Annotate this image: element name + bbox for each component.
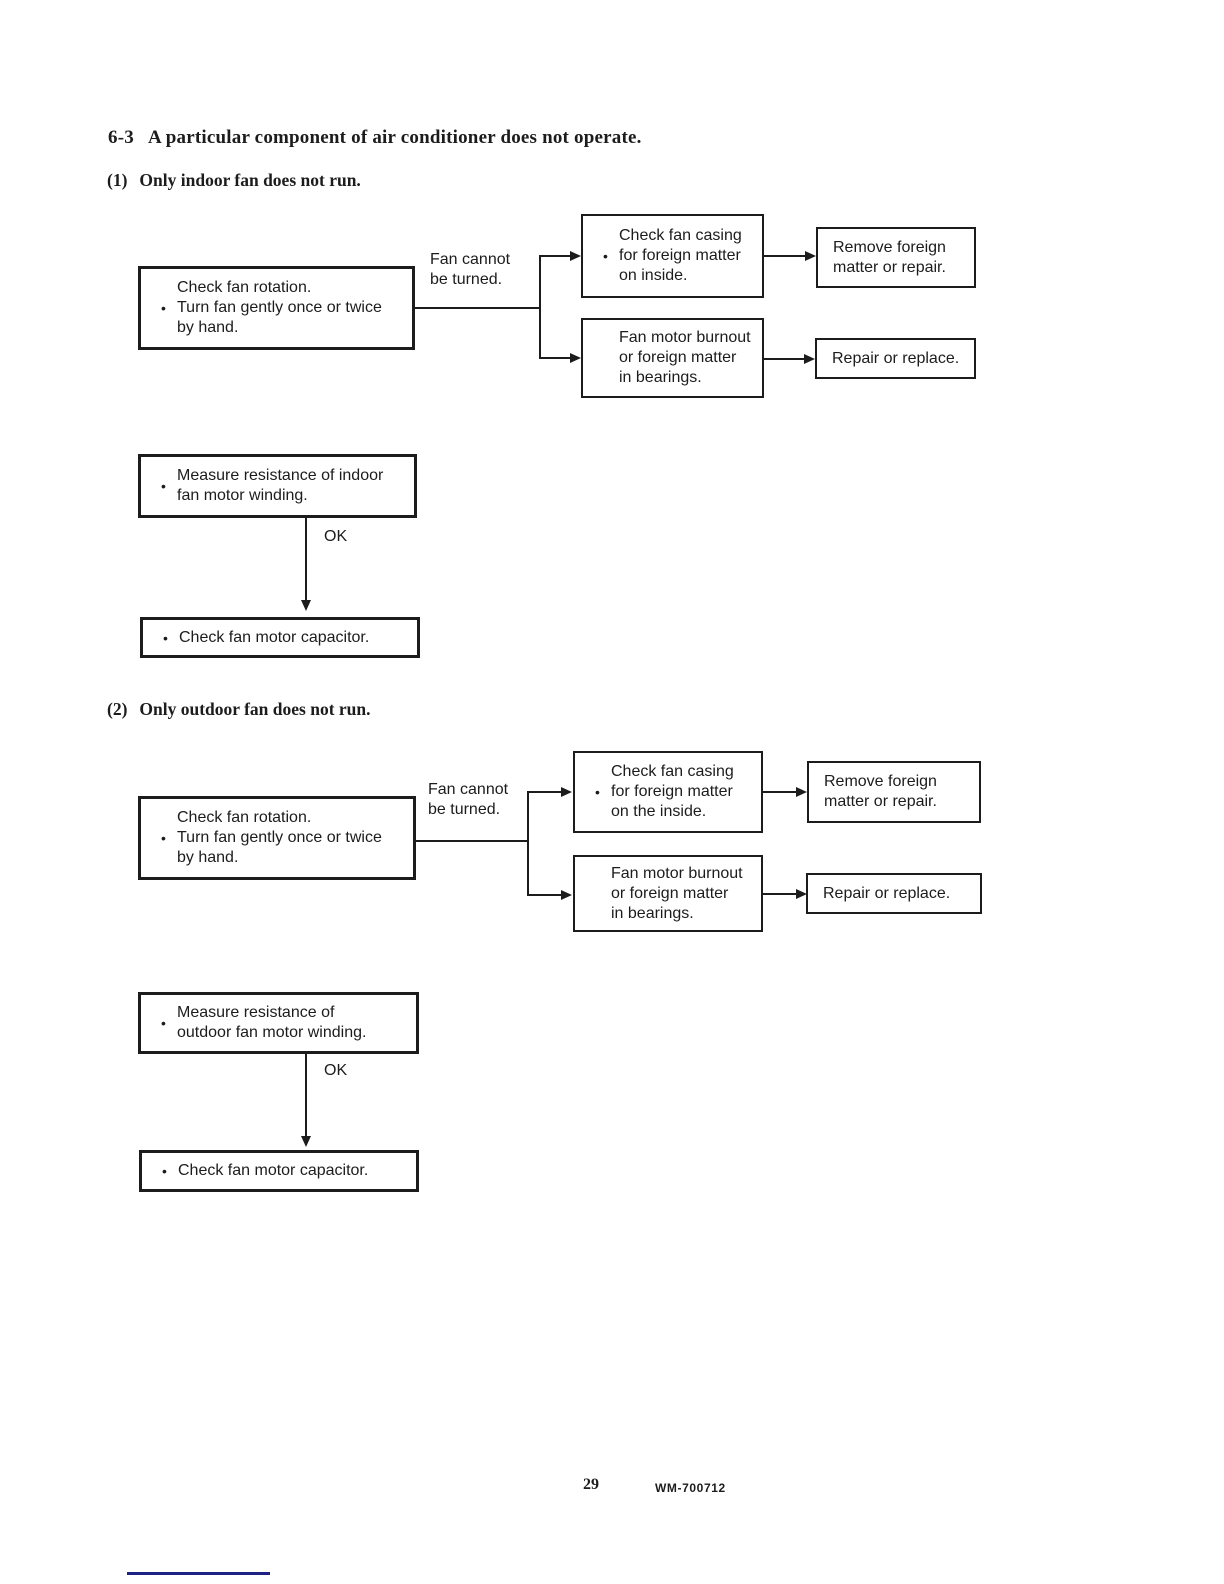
flow1-box-check-capacitor-text: Check fan motor capacitor. xyxy=(179,628,370,646)
bullet-marker: • xyxy=(595,784,600,800)
flow2-branch-label: Fan cannot be turned. xyxy=(428,781,509,818)
flow2-box-measure-resistance-text: Measure resistance of outdoor fan motor … xyxy=(177,1004,367,1041)
flow1-box-check-capacitor: • Check fan motor capacitor. xyxy=(140,617,420,658)
flow1-connector-bottom xyxy=(539,357,570,359)
flow1-box-remove-foreign-matter-text: Remove foreign matter or repair. xyxy=(833,238,946,276)
flow1-box-check-fan-casing: • Check fan casing for foreign matter on… xyxy=(581,214,764,298)
flow1-connector-main xyxy=(415,307,540,309)
flow1-box-repair-or-replace: Repair or replace. xyxy=(815,338,976,379)
arrowhead-right-icon xyxy=(804,354,815,364)
arrowhead-right-icon xyxy=(570,353,581,363)
flow1-box-repair-or-replace-text: Repair or replace. xyxy=(832,349,960,367)
flow2-ok-label: OK xyxy=(324,1062,348,1079)
flow2-connector-action-bottom xyxy=(763,893,796,895)
page-title-text: A particular component of air conditione… xyxy=(147,127,642,148)
arrowhead-right-icon xyxy=(796,889,807,899)
footer-blue-rule xyxy=(127,1572,270,1575)
flow2-connector-action-top xyxy=(763,791,796,793)
bullet-marker: • xyxy=(161,300,166,316)
flow2-box-check-fan-rotation: • Check fan rotation. Turn fan gently on… xyxy=(138,796,416,880)
flow2-box-fan-motor-burnout: Fan motor burnout or foreign matter in b… xyxy=(573,855,763,932)
flow2-box-check-fan-rotation-text: Check fan rotation. Turn fan gently once… xyxy=(177,809,382,866)
subsection-heading-outdoor-fan: (2) Only outdoor fan does not run. xyxy=(107,699,371,720)
flow2-connector-branch xyxy=(527,791,529,896)
flow1-box-fan-motor-burnout: Fan motor burnout or foreign matter in b… xyxy=(581,318,764,398)
flow1-box-measure-resistance: • Measure resistance of indoor fan motor… xyxy=(138,454,417,518)
flow2-box-measure-resistance: • Measure resistance of outdoor fan moto… xyxy=(138,992,419,1054)
flow2-connector-top xyxy=(527,791,561,793)
bullet-marker: • xyxy=(603,248,608,264)
subsection-text: Only indoor fan does not run. xyxy=(139,170,361,190)
flow1-box-remove-foreign-matter: Remove foreign matter or repair. xyxy=(816,227,976,288)
page-title: 6-3 A particular component of air conditi… xyxy=(108,127,642,149)
arrowhead-right-icon xyxy=(570,251,581,261)
flow2-box-check-capacitor: • Check fan motor capacitor. xyxy=(139,1150,419,1192)
bullet-marker: • xyxy=(161,830,166,846)
flow2-box-check-capacitor-text: Check fan motor capacitor. xyxy=(178,1162,369,1179)
flow2-connector-bottom xyxy=(527,894,561,896)
flow1-branch-label: Fan cannot be turned. xyxy=(430,251,511,288)
arrowhead-down-icon xyxy=(301,1136,311,1147)
flow2-box-repair-or-replace-text: Repair or replace. xyxy=(823,884,951,902)
arrowhead-right-icon xyxy=(561,787,572,797)
flow1-connector-action-top xyxy=(764,255,805,257)
arrowhead-down-icon xyxy=(301,600,311,611)
flow1-box-measure-resistance-text: Measure resistance of indoor fan motor w… xyxy=(177,467,384,504)
bullet-marker: • xyxy=(163,629,168,646)
flow2-box-remove-foreign-matter: Remove foreign matter or repair. xyxy=(807,761,981,823)
bullet-marker: • xyxy=(161,1015,166,1031)
flow1-box-check-fan-rotation: • Check fan rotation. Turn fan gently on… xyxy=(138,266,415,350)
page-title-number: 6-3 xyxy=(108,127,134,148)
bullet-marker: • xyxy=(161,478,166,494)
arrowhead-right-icon xyxy=(561,890,572,900)
flow2-connector-ok xyxy=(305,1054,307,1136)
flow1-ok-label: OK xyxy=(324,528,348,545)
arrowhead-right-icon xyxy=(796,787,807,797)
flow2-box-check-fan-casing: • Check fan casing for foreign matter on… xyxy=(573,751,763,833)
flow1-box-check-fan-casing-text: Check fan casing for foreign matter on i… xyxy=(619,227,742,284)
flow2-box-check-fan-casing-text: Check fan casing for foreign matter on t… xyxy=(611,763,734,820)
subsection-number: (1) xyxy=(107,170,128,190)
page-number: 29 xyxy=(583,1476,599,1493)
bullet-marker: • xyxy=(162,1163,167,1179)
flow1-box-fan-motor-burnout-text: Fan motor burnout or foreign matter in b… xyxy=(619,329,751,386)
flow2-box-fan-motor-burnout-text: Fan motor burnout or foreign matter in b… xyxy=(611,864,743,922)
subsection-number: (2) xyxy=(107,699,128,719)
document-code: WM-700712 xyxy=(655,1481,726,1495)
flow1-connector-branch xyxy=(539,255,541,359)
flow2-connector-main xyxy=(416,840,528,842)
subsection-heading-indoor-fan: (1) Only indoor fan does not run. xyxy=(107,170,361,191)
flow1-connector-top xyxy=(539,255,570,257)
flow2-box-remove-foreign-matter-text: Remove foreign matter or repair. xyxy=(824,773,937,810)
flow1-connector-ok xyxy=(305,518,307,600)
flow1-connector-action-bottom xyxy=(764,358,804,360)
flow1-box-check-fan-rotation-text: Check fan rotation. Turn fan gently once… xyxy=(177,279,382,336)
subsection-text: Only outdoor fan does not run. xyxy=(139,699,371,719)
arrowhead-right-icon xyxy=(805,251,816,261)
flow2-box-repair-or-replace: Repair or replace. xyxy=(806,873,982,914)
